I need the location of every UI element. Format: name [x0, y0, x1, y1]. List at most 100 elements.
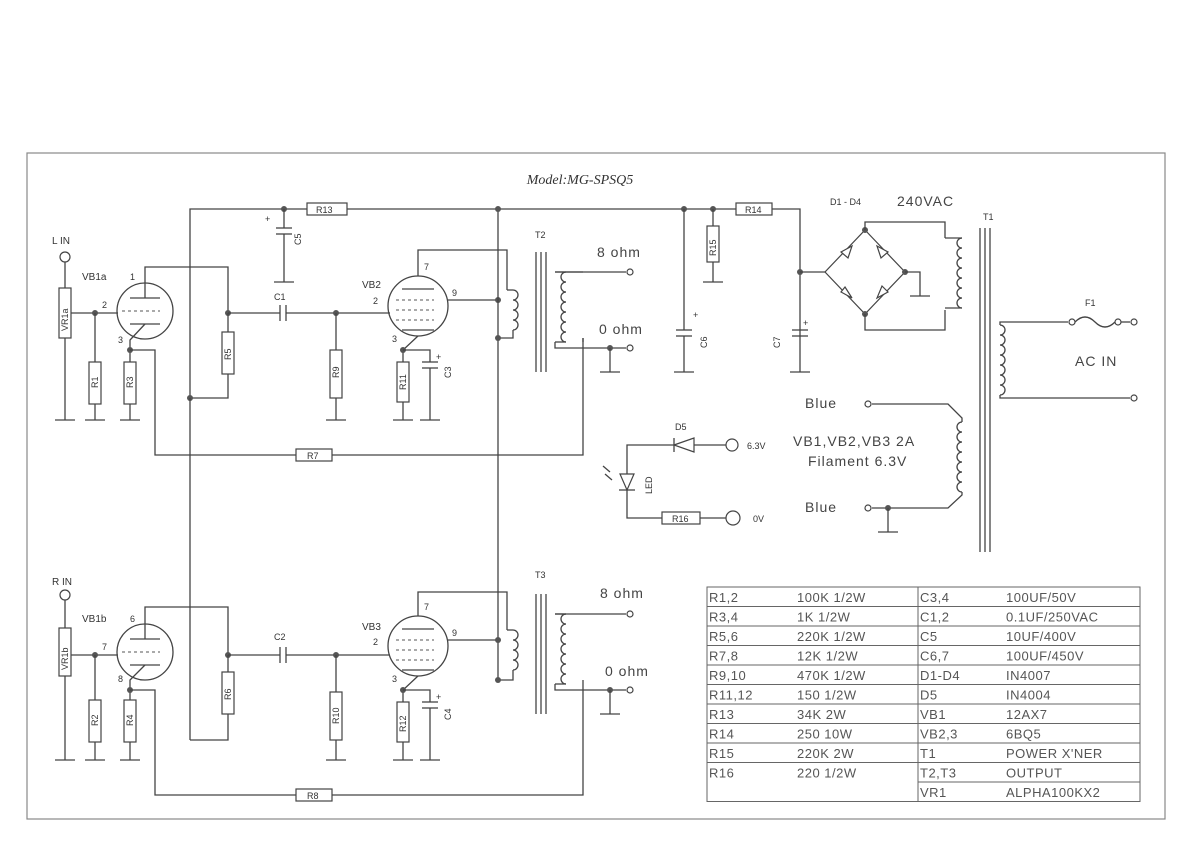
- 0v-label: 0V: [753, 514, 764, 524]
- t3-0ohm-label: 0 ohm: [605, 663, 649, 679]
- c7-label: C7: [772, 336, 782, 348]
- led-label: LED: [644, 476, 654, 494]
- left-input-label: L IN: [52, 236, 70, 247]
- bom-cell: 470K 1/2W: [797, 668, 866, 683]
- bom-cell: D5: [920, 688, 938, 703]
- bom-cell: 250 10W: [797, 727, 853, 742]
- bom-cell: 12AX7: [1006, 707, 1048, 722]
- bom-cell: POWER X'NER: [1006, 746, 1103, 761]
- vb3-pin3: 3: [392, 674, 397, 684]
- r7-label: R7: [307, 451, 319, 461]
- right-channel: R IN VR1b R2 VB1b 7 6 8 R4 R8: [52, 398, 649, 802]
- vr1b-label: VR1b: [60, 647, 70, 670]
- r5-label: R5: [223, 348, 233, 360]
- bom-cell: T2,T3: [920, 766, 956, 781]
- bom-cell: R1,2: [709, 590, 738, 605]
- right-input-terminal[interactable]: [59, 589, 71, 601]
- f1-label: F1: [1085, 298, 1096, 308]
- blue-bottom-label: Blue: [805, 499, 837, 515]
- filament-label-1: VB1,VB2,VB3 2A: [793, 433, 915, 449]
- vb1a-pin1: 1: [130, 272, 135, 282]
- ac-in-terminal-2[interactable]: [1130, 394, 1138, 402]
- filament-label-2: Filament 6.3V: [808, 453, 907, 469]
- vb1b-label: VB1b: [82, 614, 107, 625]
- vb1b-pin8: 8: [118, 674, 123, 684]
- blue-top-label: Blue: [805, 395, 837, 411]
- terminal-0v[interactable]: [725, 510, 741, 526]
- r10-label: R10: [331, 707, 341, 724]
- left-input-terminal[interactable]: [59, 251, 71, 263]
- vb2-pin9: 9: [452, 288, 457, 298]
- ac-in-terminal-1[interactable]: [1130, 318, 1138, 326]
- bom-cell: R11,12: [709, 688, 753, 703]
- bridge-label: D1 - D4: [830, 197, 861, 207]
- c5-label: C5: [293, 233, 303, 245]
- bom-cell: C5: [920, 629, 938, 644]
- 6v3-label: 6.3V: [747, 441, 766, 451]
- c4-label: C4: [443, 708, 453, 720]
- bom-cell: T1: [920, 746, 936, 761]
- bom-cell: R3,4: [709, 610, 738, 625]
- bom-cell: C3,4: [920, 590, 949, 605]
- bom-cell: R5,6: [709, 629, 738, 644]
- r1-label: R1: [90, 376, 100, 388]
- bom-cell: VR1: [920, 785, 947, 800]
- bridge-voltage-label: 240VAC: [897, 193, 954, 209]
- c3-label: C3: [443, 366, 453, 378]
- bom-cell: R15: [709, 746, 734, 761]
- vb3-pin7: 7: [424, 602, 429, 612]
- r9-label: R9: [331, 366, 341, 378]
- bom-cell: 220 1/2W: [797, 766, 857, 781]
- vb1a-pin2: 2: [102, 300, 107, 310]
- vb2-label: VB2: [362, 280, 381, 291]
- r4-label: R4: [125, 714, 135, 726]
- vb1a-label: VB1a: [82, 272, 107, 283]
- c3-plus: +: [436, 352, 441, 362]
- r11-label: R11: [398, 374, 408, 390]
- vb1a-pin3: 3: [118, 335, 123, 345]
- t2-8ohm-label: 8 ohm: [597, 244, 641, 260]
- bom-cell: C1,2: [920, 610, 949, 625]
- c1-label: C1: [274, 292, 286, 302]
- bom-cell: C6,7: [920, 649, 949, 664]
- bom-cell: ALPHA100KX2: [1006, 785, 1100, 800]
- r8-label: R8: [307, 791, 319, 801]
- vr1a-label: VR1a: [60, 308, 70, 331]
- bom-cell: 100UF/50V: [1006, 590, 1076, 605]
- bom-cell: D1-D4: [920, 668, 960, 683]
- t1-label: T1: [983, 212, 994, 222]
- bom-cell: 1K 1/2W: [797, 610, 851, 625]
- c5-plus: +: [265, 214, 270, 224]
- r12-label: R12: [398, 715, 408, 732]
- vb3-pin9: 9: [452, 628, 457, 638]
- left-channel: L IN VR1a R1 VB1a 2 1 3 R3 R: [52, 202, 736, 680]
- vb2-pin7: 7: [424, 262, 429, 272]
- bom-cell: R9,10: [709, 668, 746, 683]
- vb3-label: VB3: [362, 622, 381, 633]
- bom-cell: 100K 1/2W: [797, 590, 866, 605]
- t2-label: T2: [535, 230, 546, 240]
- c7-plus: +: [803, 318, 808, 328]
- c2-label: C2: [274, 632, 286, 642]
- parts-list-table: R1,2 100K 1/2W C3,4 100UF/50V R3,4 1K 1/2W C1,…: [706, 586, 1141, 802]
- right-input-label: R IN: [52, 577, 72, 588]
- ac-in-label: AC IN: [1075, 353, 1117, 369]
- bom-cell: R16: [709, 766, 734, 781]
- bom-cell: VB1: [920, 707, 946, 722]
- vb2-tube: [387, 275, 449, 337]
- bom-cell: 34K 2W: [797, 707, 846, 722]
- vb2-pin2: 2: [373, 296, 378, 306]
- r13-label: R13: [316, 205, 333, 215]
- r2-label: R2: [90, 714, 100, 726]
- terminal-6v3[interactable]: [725, 438, 739, 452]
- vb2-pin3: 3: [392, 334, 397, 344]
- d5-label: D5: [675, 422, 687, 432]
- r3-label: R3: [125, 376, 135, 388]
- vb1b-pin7: 7: [102, 642, 107, 652]
- r6-label: R6: [223, 688, 233, 700]
- bom-cell: VB2,3: [920, 727, 958, 742]
- vb3-pin2: 2: [373, 637, 378, 647]
- bom-cell: 150 1/2W: [797, 688, 857, 703]
- bom-cell: IN4007: [1006, 668, 1051, 683]
